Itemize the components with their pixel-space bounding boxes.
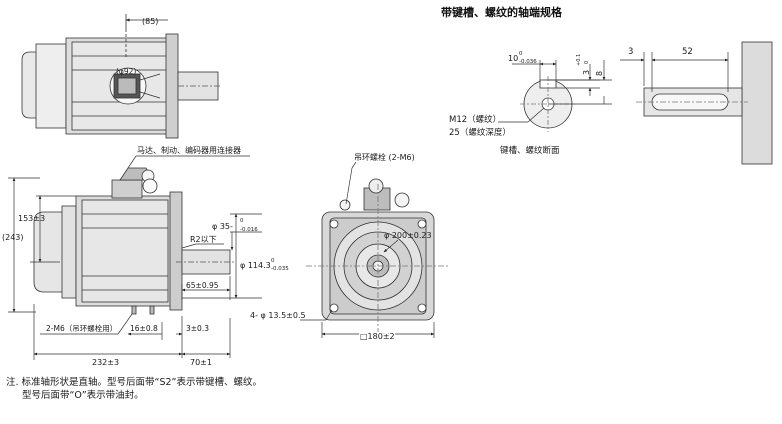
dim-square: □180±2 bbox=[360, 332, 395, 341]
connector-label: 马达、制动、编码器用连接器 bbox=[137, 145, 241, 155]
note-line-1: 注. 标准轴形状是直轴。型号后面带“S2”表示带键槽、螺纹。 bbox=[6, 377, 262, 388]
front-view-dimensions bbox=[300, 161, 435, 338]
shaft-dia-text: φ 35- bbox=[212, 222, 233, 231]
key-w-tol-top: 0 bbox=[519, 51, 523, 57]
dim-r2: R2以下 bbox=[190, 235, 217, 244]
note-line-2: 型号后面带“O”表示带油封。 bbox=[22, 390, 144, 401]
dim-key-depth: 3 bbox=[582, 70, 591, 75]
dim-phi92: (φ92) bbox=[116, 67, 136, 76]
key-depth-tol-bot: 0 bbox=[584, 61, 590, 64]
dim-16: 16±0.8 bbox=[130, 324, 158, 333]
top-view bbox=[21, 14, 222, 139]
shaft-tol-bot: -0.016 bbox=[240, 227, 258, 233]
pilot-tol-bot: -0.035 bbox=[271, 266, 289, 272]
front-view bbox=[306, 178, 450, 332]
dim-65: 65±0.95 bbox=[186, 281, 219, 290]
dim-pilot-dia: φ 114.3 bbox=[240, 261, 271, 270]
dim-thread: M12（螺纹） bbox=[449, 114, 501, 125]
dim-3: 3±0.3 bbox=[186, 324, 209, 333]
side-view bbox=[33, 167, 236, 315]
dim-key-width: 10 bbox=[508, 54, 518, 63]
dim-3b: 3 bbox=[628, 47, 633, 57]
dim-85: (85) bbox=[142, 17, 158, 26]
side-view-dimensions bbox=[8, 155, 262, 360]
pilot-tol-top: 0 bbox=[271, 258, 275, 264]
key-depth-tol-top: +0.1 bbox=[576, 54, 582, 66]
dim-232: 232±3 bbox=[92, 358, 119, 367]
dim-2m6: 2-M6（吊环螺栓用） bbox=[46, 323, 117, 333]
dim-key-8: 8 bbox=[595, 71, 604, 76]
shaft-tol-top: 0 bbox=[240, 218, 244, 224]
shaft-side-view bbox=[636, 41, 773, 165]
eyebolt-label: 吊环螺栓 (2-M6) bbox=[354, 152, 415, 162]
dim-243: (243) bbox=[2, 233, 24, 242]
shaft-side-dimensions bbox=[620, 52, 729, 92]
dim-pcd: φ 200±0.23 bbox=[384, 231, 432, 240]
dim-153: 153±3 bbox=[18, 214, 45, 223]
keyway-section-label: 键槽、螺纹断面 bbox=[500, 145, 560, 156]
key-w-tol-bot: -0.036 bbox=[519, 59, 537, 65]
dim-70: 70±1 bbox=[190, 358, 212, 367]
dim-52: 52 bbox=[682, 47, 693, 57]
keyway-dimensions bbox=[498, 60, 612, 123]
dim-thread-depth: 25（螺纹深度） bbox=[449, 127, 511, 138]
dim-shaft-dia: φ 35- bbox=[212, 222, 233, 231]
dim-holes: 4- φ 13.5±0.5 bbox=[250, 311, 306, 320]
keyway-spec-title: 带键槽、螺纹的轴端规格 bbox=[441, 6, 562, 19]
